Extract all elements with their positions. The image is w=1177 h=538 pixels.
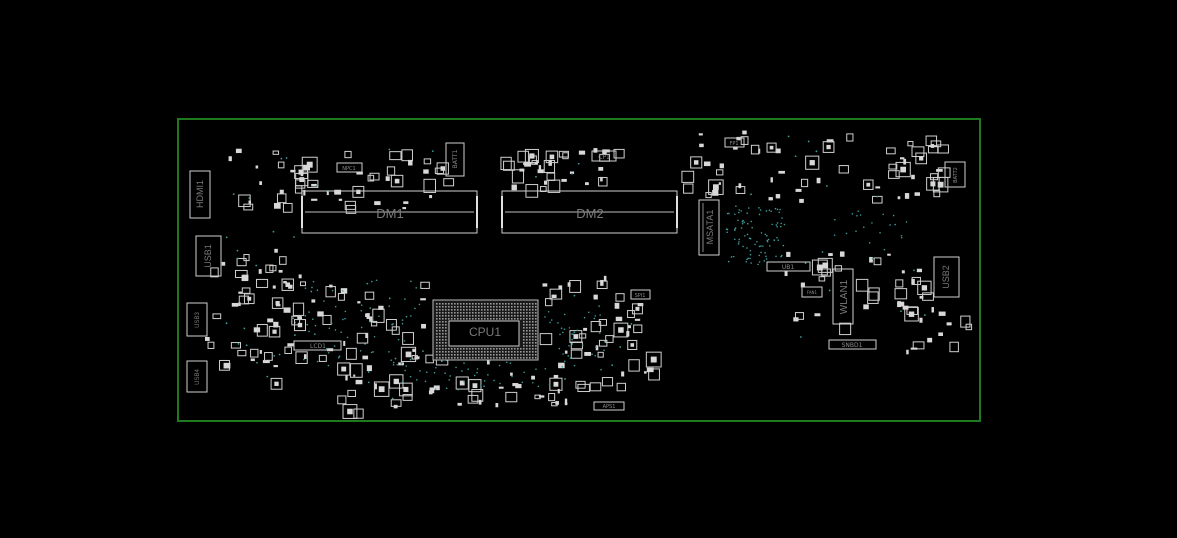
msata1-connector[interactable]: MSATA1 xyxy=(698,199,720,256)
spi1-part[interactable]: SPI1 xyxy=(630,289,651,300)
cpu1-ball-grid xyxy=(436,303,537,359)
dimm-slot-dm1[interactable]: DM1 xyxy=(301,190,478,234)
cpu1-package[interactable]: CPU1 xyxy=(432,299,539,361)
dm2-label: DM2 xyxy=(576,206,603,221)
snbd1-connector[interactable]: SNBD1 xyxy=(828,339,877,350)
fp1-part[interactable]: FP1 xyxy=(724,137,745,148)
batt2-connector[interactable]: BATT2 xyxy=(944,161,966,188)
aps1-part[interactable]: APS1 xyxy=(593,401,625,411)
fp1-label: FP1 xyxy=(729,141,738,147)
fan1-label: FAN1 xyxy=(807,290,818,295)
npc1-part[interactable]: NPC1 xyxy=(336,162,363,173)
usb3-label: USB3 xyxy=(195,312,201,328)
wlan1-connector[interactable]: WLAN1 xyxy=(832,268,854,325)
lcd1-connector[interactable]: LCD1 xyxy=(293,340,342,351)
usb4-label: USB4 xyxy=(195,369,201,385)
msata1-label: MSATA1 xyxy=(705,210,715,245)
cp1-label: CP1 xyxy=(598,154,610,161)
dimm-slot-dm2[interactable]: DM2 xyxy=(501,190,678,234)
hdmi1-connector[interactable]: HDMI1 xyxy=(189,170,211,219)
cp1-part[interactable]: CP1 xyxy=(591,150,617,162)
aps1-label: APS1 xyxy=(603,404,616,410)
batt2-label: BATT2 xyxy=(953,167,959,183)
usb3-connector[interactable]: USB3 xyxy=(186,302,208,337)
usb1-connector[interactable]: USB1 xyxy=(195,235,222,277)
usb4-connector[interactable]: USB4 xyxy=(186,360,208,393)
fan1-connector[interactable]: FAN1 xyxy=(801,286,823,298)
spi1-label: SPI1 xyxy=(635,293,646,299)
usb1-label: USB1 xyxy=(203,244,213,268)
usb2-connector[interactable]: USB2 xyxy=(933,256,960,298)
batt1-connector[interactable]: BATT1 xyxy=(445,142,465,177)
snbd1-label: SNBD1 xyxy=(842,342,863,349)
npc1-label: NPC1 xyxy=(342,166,355,172)
small-components-layer xyxy=(205,130,973,419)
cpu1-label: CPU1 xyxy=(469,325,501,339)
usb2-label: USB2 xyxy=(941,265,951,289)
batt1-label: BATT1 xyxy=(452,149,459,168)
hdmi1-label: HDMI1 xyxy=(195,180,205,208)
ub1-connector[interactable]: UB1 xyxy=(766,261,811,272)
ub1-label: UB1 xyxy=(782,264,795,271)
lcd1-label: LCD1 xyxy=(310,343,326,350)
dm1-label: DM1 xyxy=(376,206,403,221)
board-outline xyxy=(177,118,981,422)
wlan1-label: WLAN1 xyxy=(839,279,850,314)
